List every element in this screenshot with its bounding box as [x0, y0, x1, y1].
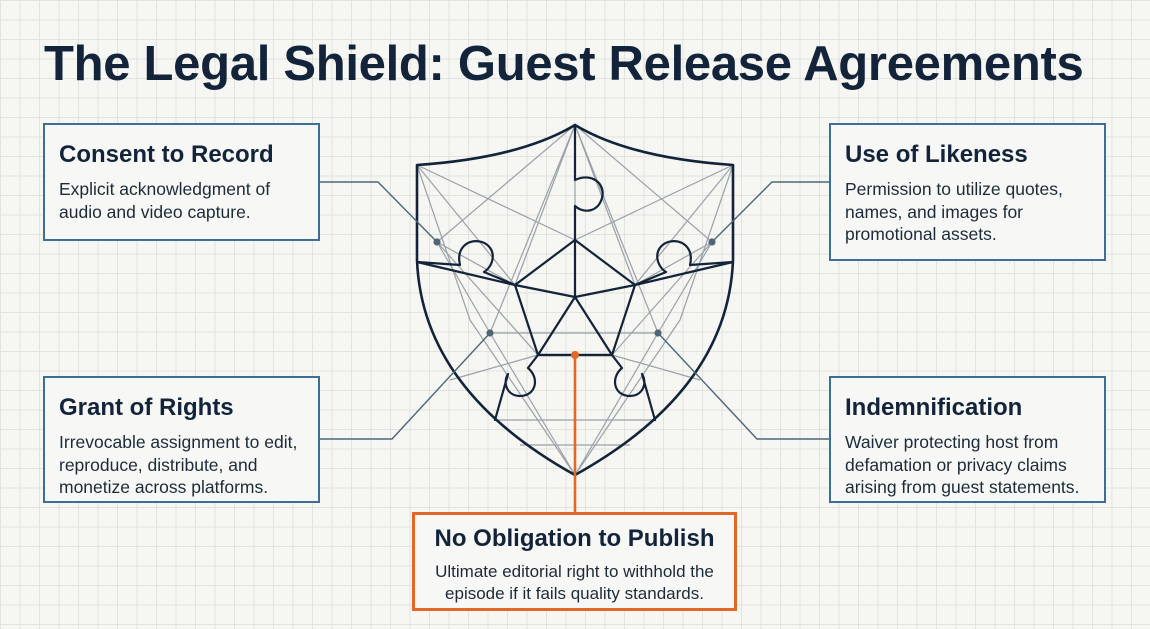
card-heading: Grant of Rights: [59, 394, 234, 421]
card-heading: No Obligation to Publish: [434, 525, 715, 552]
connector-dots: [433, 238, 716, 337]
card-body: Explicit acknowledgment of audio and vid…: [59, 179, 271, 222]
card-body: Permission to utilize quotes, names, and…: [845, 179, 1063, 244]
page-title: The Legal Shield: Guest Release Agreemen…: [44, 37, 1084, 91]
card-consent-to-record: Consent to Record Explicit acknowledgmen…: [43, 123, 320, 241]
card-grant-of-rights: Grant of Rights Irrevocable assignment t…: [43, 376, 320, 503]
card-body: Irrevocable assignment to edit, reproduc…: [59, 432, 298, 497]
connector-consent: [320, 181, 438, 243]
connector-indemnification: [657, 332, 829, 440]
card-heading: Use of Likeness: [845, 141, 1028, 168]
connector-dot-publish: [571, 351, 579, 359]
connector-dot-indemnification: [654, 329, 662, 337]
connector-dot-likeness: [708, 238, 716, 246]
shield-lattice: [416, 124, 734, 476]
connector-dot-grant: [486, 329, 494, 337]
card-heading: Consent to Record: [59, 141, 274, 168]
connector-grant: [320, 332, 491, 440]
card-indemnification: Indemnification Waiver protecting host f…: [829, 376, 1106, 503]
card-no-obligation-to-publish: No Obligation to Publish Ultimate editor…: [412, 512, 737, 611]
connector-likeness: [711, 181, 829, 243]
connector-dot-consent: [433, 238, 441, 246]
card-use-of-likeness: Use of Likeness Permission to utilize qu…: [829, 123, 1106, 261]
card-body: Waiver protecting host from defamation o…: [845, 432, 1080, 497]
card-body: Ultimate editorial right to withhold the…: [435, 562, 714, 603]
connector-lines: [320, 181, 829, 440]
card-heading: Indemnification: [845, 394, 1023, 421]
